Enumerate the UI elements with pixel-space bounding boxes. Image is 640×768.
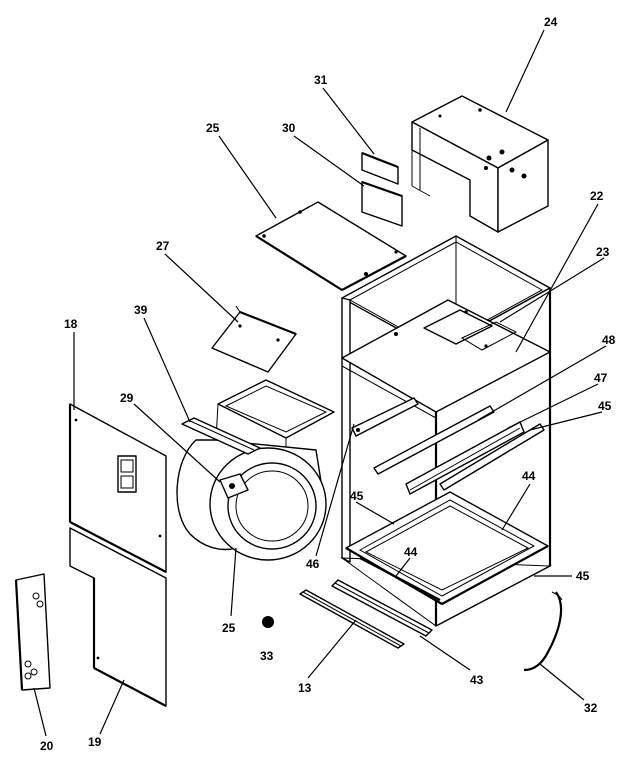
part-47-rail xyxy=(405,421,525,495)
callout-46: 46 xyxy=(306,557,320,571)
callout-33: 33 xyxy=(260,649,274,663)
part-25-divider-plate xyxy=(255,201,407,291)
part-18-upper-door xyxy=(68,403,167,573)
callout-45-bottom: 45 xyxy=(576,569,590,583)
callout-45-right: 45 xyxy=(598,399,612,413)
callout-30: 30 xyxy=(282,121,296,135)
part-19-lower-door xyxy=(69,527,167,707)
callout-20: 20 xyxy=(40,739,54,753)
callout-26: 25 xyxy=(222,621,236,635)
part-33-plug xyxy=(262,616,274,628)
leader-lines xyxy=(33,29,607,737)
callout-47: 47 xyxy=(594,371,608,385)
callout-23: 23 xyxy=(596,245,610,259)
callout-labels: 24 31 30 25 27 39 29 18 22 23 48 47 45 4… xyxy=(40,15,616,753)
callout-39: 39 xyxy=(134,303,148,317)
part-46-rail xyxy=(351,397,419,437)
callout-25-upper: 25 xyxy=(206,121,220,135)
part-24-control-box xyxy=(411,95,549,233)
callout-44-right: 44 xyxy=(522,469,536,483)
callout-43: 43 xyxy=(470,673,484,687)
part-43-rail xyxy=(331,579,433,637)
part-13-rail xyxy=(299,589,405,649)
callout-19: 19 xyxy=(88,735,102,749)
callout-44-center: 44 xyxy=(404,545,418,559)
part-20-access-plate xyxy=(14,573,51,691)
callout-32: 32 xyxy=(584,701,598,715)
part-27-bracket xyxy=(211,305,297,373)
part-31-bracket xyxy=(361,151,399,185)
part-32-rod xyxy=(523,591,563,672)
callout-18: 18 xyxy=(64,317,78,331)
callout-24: 24 xyxy=(544,15,558,29)
callout-45-left: 45 xyxy=(350,489,364,503)
part-45-rail-upper xyxy=(439,423,545,491)
callout-29: 29 xyxy=(120,391,134,405)
callout-13: 13 xyxy=(298,681,312,695)
part-30-bracket xyxy=(361,180,403,227)
part-26-blower-housing xyxy=(176,379,335,561)
part-48-rail xyxy=(373,405,495,475)
callout-31: 31 xyxy=(314,73,328,87)
callout-22: 22 xyxy=(590,189,604,203)
callout-48: 48 xyxy=(602,333,616,347)
callout-27: 27 xyxy=(156,239,170,253)
